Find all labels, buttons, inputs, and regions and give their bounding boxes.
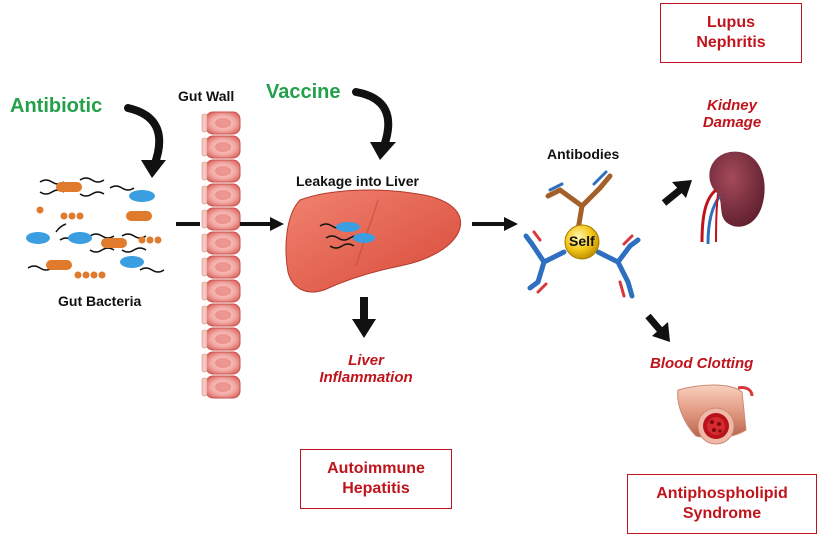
gut-wall-microvilli [201, 257, 208, 277]
arrow-wall-to-liver [240, 217, 284, 231]
gut-wall-microvilli [201, 377, 208, 397]
antibodies-label: Antibodies [547, 146, 620, 162]
liver-inflammation-line2: Inflammation [319, 369, 413, 387]
gut-wall-microvilli [201, 329, 208, 349]
autoimmune-hepatitis-line2: Hepatitis [342, 480, 410, 497]
gut-wall-microvilli [201, 353, 208, 373]
gut-wall-cell-nucleus [215, 358, 231, 368]
lupus-nephritis-line1: Lupus [707, 14, 755, 31]
gut-bacteria-icon [26, 177, 165, 279]
gut-wall-cell-nucleus [215, 214, 231, 224]
gut-wall-microvilli [201, 281, 208, 301]
gut-wall-cell-nucleus [215, 190, 231, 200]
gut-wall-microvilli [201, 185, 208, 205]
antibiotic-curved-arrow-icon [124, 104, 166, 178]
kidney-damage-line2: Damage [702, 114, 762, 132]
gut-wall-cell-nucleus [215, 262, 231, 272]
gut-wall-cell-nucleus [215, 166, 231, 176]
gut-wall-icon [201, 111, 241, 399]
autoimmune-hepatitis-box: Autoimmune Hepatitis [300, 449, 452, 509]
antiphospholipid-syndrome-box: Antiphospholipid Syndrome [627, 474, 817, 534]
lupus-nephritis-box: Lupus Nephritis [660, 3, 802, 63]
gut-wall-microvilli [201, 305, 208, 325]
gut-wall-microvilli [201, 209, 208, 229]
lupus-nephritis-line2: Nephritis [696, 34, 766, 51]
blood-vessel-icon [677, 384, 754, 445]
kidney-icon [700, 151, 765, 245]
arrow-to-kidney [661, 180, 692, 206]
gut-wall-microvilli [201, 113, 208, 133]
arrow-to-blood-clotting [645, 313, 670, 342]
liver-inflammation-label: Liver Inflammation [308, 352, 424, 387]
gut-wall-cell-nucleus [215, 118, 231, 128]
gut-wall-cell-nucleus [215, 310, 231, 320]
gut-wall-microvilli [201, 233, 208, 253]
gut-wall-cell-nucleus [215, 382, 231, 392]
antiphospholipid-syndrome-line2: Syndrome [682, 505, 762, 522]
kidney-damage-label: Kidney Damage [692, 97, 772, 132]
gut-wall-cell-nucleus [215, 334, 231, 344]
blood-clotting-label: Blood Clotting [650, 355, 754, 372]
liver-inflammation-line1: Liver [348, 352, 384, 369]
vaccine-curved-arrow-icon [352, 88, 396, 160]
leakage-label: Leakage into Liver [296, 173, 419, 189]
vaccine-label: Vaccine [266, 81, 341, 103]
arrow-liver-to-inflammation [352, 297, 376, 338]
gut-bacteria-label: Gut Bacteria [58, 293, 142, 309]
arrow-liver-to-antibodies [472, 217, 518, 231]
gut-wall-microvilli [201, 161, 208, 181]
antibiotic-label: Antibiotic [10, 95, 103, 117]
liver-icon [285, 189, 462, 293]
gut-wall-cell-nucleus [215, 142, 231, 152]
gut-wall-microvilli [201, 137, 208, 157]
gut-wall-label: Gut Wall [178, 88, 235, 104]
kidney-damage-line1: Kidney [706, 97, 757, 114]
gut-wall-cell-nucleus [215, 238, 231, 248]
self-label: Self [569, 233, 595, 249]
antiphospholipid-syndrome-line1: Antiphospholipid [656, 485, 788, 502]
self-antigen-icon [564, 224, 600, 260]
antibody-icon [523, 170, 641, 299]
gut-wall-cell-nucleus [215, 286, 231, 296]
autoimmune-hepatitis-line1: Autoimmune [327, 460, 425, 477]
